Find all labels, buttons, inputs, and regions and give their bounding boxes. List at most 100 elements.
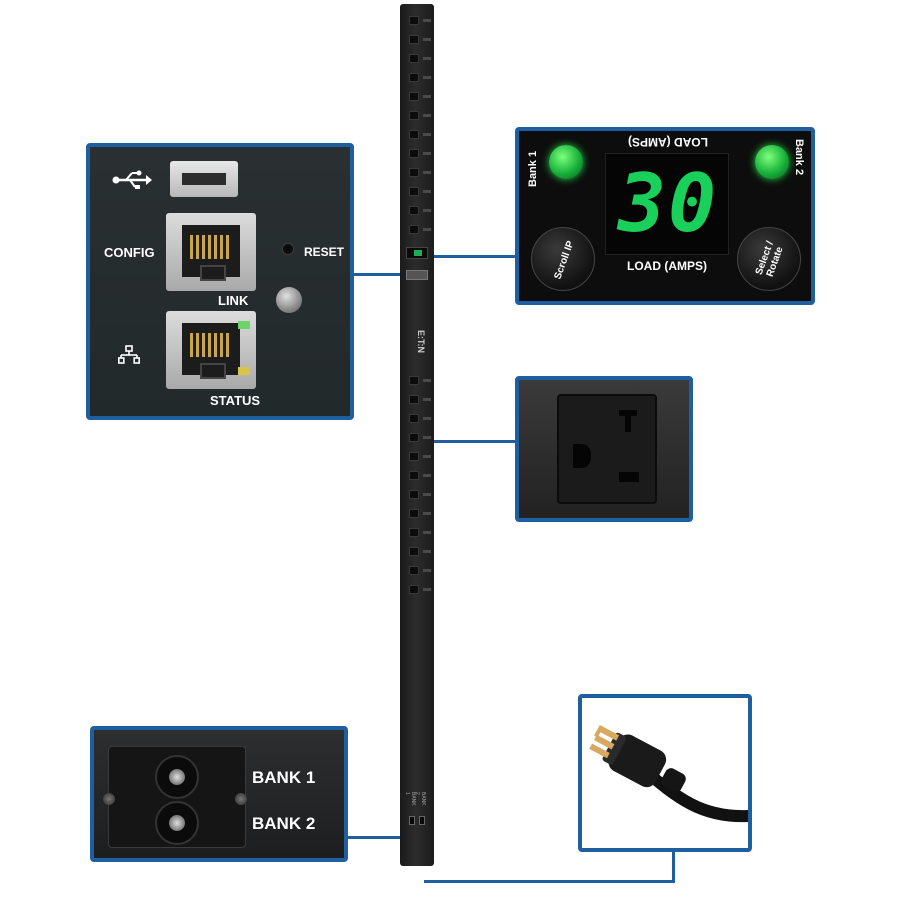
pdu-outlet-number — [423, 531, 431, 534]
connector-line-plug-vertical — [672, 852, 675, 882]
link-label: LINK — [218, 293, 249, 308]
pdu-outlet-number — [423, 190, 431, 193]
pdu-outlet-number — [423, 436, 431, 439]
pdu-outlet — [409, 92, 419, 101]
connector-line-network — [354, 273, 404, 276]
bank2-led — [755, 145, 789, 179]
pdu-outlet — [409, 471, 419, 480]
pdu-outlet — [409, 73, 419, 82]
usb-port[interactable] — [170, 161, 238, 197]
pdu-outlet — [409, 566, 419, 575]
reset-button[interactable] — [282, 243, 294, 255]
pdu-outlet-number — [423, 19, 431, 22]
bank1-label: Bank 1 — [527, 150, 539, 187]
connector-line-display — [430, 255, 516, 258]
config-port-jack — [182, 225, 240, 281]
pdu-outlet — [409, 414, 419, 423]
load-value: 30 — [617, 157, 719, 250]
network-panel-inset: CONFIG RESET LINK STATUS — [86, 143, 354, 420]
pdu-brand-logo: E:T:N — [416, 329, 426, 353]
usb-icon — [112, 170, 152, 189]
pdu-outlet-number — [423, 38, 431, 41]
locking-plug-illustration — [589, 724, 748, 823]
status-label: STATUS — [210, 393, 261, 408]
config-port[interactable] — [166, 213, 256, 291]
nema-outlet — [557, 394, 657, 504]
pdu-outlet — [409, 130, 419, 139]
plug-detail-inset — [578, 694, 752, 852]
pdu-outlet — [409, 547, 419, 556]
pdu-outlet — [409, 168, 419, 177]
pdu-outlet — [409, 35, 419, 44]
pdu-outlet-number — [423, 474, 431, 477]
pdu-outlet-number — [423, 152, 431, 155]
screw-left — [103, 793, 115, 805]
connector-line-plug-horizontal — [424, 880, 675, 883]
network-port-activity-led — [238, 367, 250, 375]
screw-right — [235, 793, 247, 805]
pdu-outlet — [409, 433, 419, 442]
pdu-breaker-switch-1[interactable] — [409, 816, 415, 825]
pdu-outlet-number — [423, 209, 431, 212]
pdu-outlet — [409, 149, 419, 158]
bank2-label: Bank 2 — [793, 139, 805, 176]
breaker-bank1-label: BANK 1 — [252, 768, 316, 787]
pdu-outlet — [409, 585, 419, 594]
connector-line-breaker — [348, 836, 404, 839]
pdu-outlet-number — [423, 493, 431, 496]
pdu-outlet-number — [423, 57, 431, 60]
pdu-outlet — [409, 225, 419, 234]
config-label: CONFIG — [104, 245, 155, 260]
network-port-jack — [182, 323, 240, 379]
pdu-outlet — [409, 111, 419, 120]
breaker-plate — [103, 746, 247, 848]
outlet-detail-inset — [515, 376, 693, 522]
pdu-outlet — [409, 395, 419, 404]
pdu-outlet — [409, 509, 419, 518]
pdu-outlet-number — [423, 550, 431, 553]
pdu-outlet-number — [423, 379, 431, 382]
pdu-breaker-area: BANK 1 BANK 2 — [404, 792, 428, 832]
pdu-mini-ports — [406, 270, 428, 280]
network-port-link-led — [238, 321, 250, 329]
pdu-outlet — [409, 206, 419, 215]
bank1-led — [549, 145, 583, 179]
scroll-ip-button[interactable]: Scroll IP — [531, 227, 595, 291]
pdu-outlet — [409, 187, 419, 196]
pdu-outlet-number — [423, 398, 431, 401]
pdu-breaker-switch-2[interactable] — [419, 816, 425, 825]
pdu-outlet — [409, 490, 419, 499]
scroll-ip-button-label: Scroll IP — [551, 239, 577, 281]
network-icon — [118, 345, 140, 364]
outlet-ground-hole — [573, 444, 591, 468]
network-port[interactable] — [166, 311, 256, 389]
pdu-mini-display — [406, 247, 428, 259]
load-display-panel-inset: Bank 1 Bank 2 LOAD (AMPS) 30 LOAD (AMPS)… — [515, 127, 815, 305]
bank2-breaker[interactable] — [155, 801, 199, 845]
pdu-strip: E:T:N BANK 1 BANK 2 — [400, 4, 434, 866]
bank1-breaker[interactable] — [155, 755, 199, 799]
select-rotate-button[interactable]: Select / Rotate — [737, 227, 801, 291]
breaker-panel-inset: BANK 1 BANK 2 — [90, 726, 348, 862]
load-segment-display: 30 — [605, 153, 729, 255]
pdu-outlet-number — [423, 455, 431, 458]
pdu-outlet-number — [423, 171, 431, 174]
pdu-outlet-number — [423, 512, 431, 515]
pdu-outlet-number — [423, 76, 431, 79]
outlet-slot-neutral — [619, 472, 639, 482]
load-label: LOAD (AMPS) — [627, 259, 707, 273]
pdu-outlet-number — [423, 114, 431, 117]
connector-line-outlet — [430, 440, 516, 443]
pdu-outlet-number — [423, 133, 431, 136]
pdu-outlet-number — [423, 588, 431, 591]
pdu-outlet — [409, 54, 419, 63]
pdu-outlet — [409, 376, 419, 385]
status-led — [276, 287, 302, 313]
pdu-breaker-label-2: BANK 2 — [414, 792, 426, 806]
pdu-outlet-number — [423, 569, 431, 572]
pdu-breaker-label-1: BANK 1 — [404, 792, 416, 806]
pdu-outlet-number — [423, 417, 431, 420]
select-rotate-button-label: Select / Rotate — [753, 239, 786, 279]
outlet-slot-t-stem — [625, 410, 631, 432]
pdu-outlet — [409, 452, 419, 461]
